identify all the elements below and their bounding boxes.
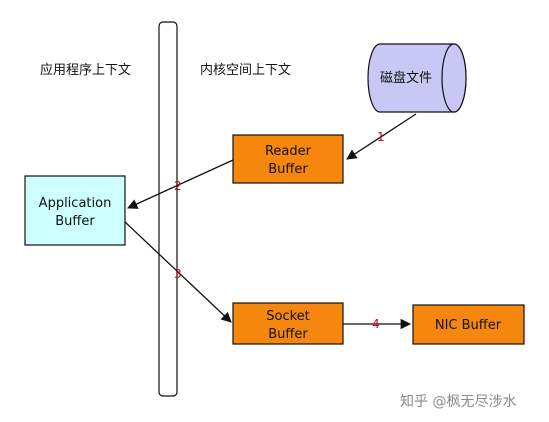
reader-buffer-line2: Buffer — [268, 162, 308, 177]
arrow-reader-to-application — [127, 159, 234, 209]
socket-buffer-line1: Socket — [266, 309, 310, 324]
step-2-label: 2 — [174, 179, 182, 193]
socket-buffer-line2: Buffer — [268, 327, 308, 342]
arrow-disk-to-reader — [346, 113, 417, 160]
watermark-text: 知乎 @枫无尽涉水 — [400, 393, 516, 410]
disk-label: 磁盘文件 — [380, 70, 432, 86]
arrow-application-to-socket — [124, 221, 232, 323]
step-4-label: 4 — [372, 317, 380, 331]
application-buffer-line2: Buffer — [55, 214, 95, 229]
application-buffer-box: Application Buffer — [24, 175, 126, 246]
reader-buffer-box: Reader Buffer — [232, 134, 344, 184]
socket-buffer-box: Socket Buffer — [232, 302, 344, 345]
step-1-label: 1 — [377, 130, 385, 144]
step-3-label: 3 — [174, 267, 182, 281]
application-buffer-line1: Application — [39, 196, 112, 211]
app-context-label: 应用程序上下文 — [40, 62, 131, 78]
disk-cylinder: 磁盘文件 — [367, 43, 467, 113]
kernel-context-label: 内核空间上下文 — [200, 62, 291, 78]
reader-buffer-line1: Reader — [265, 144, 312, 159]
nic-buffer-box: NIC Buffer — [412, 304, 525, 345]
context-boundary-bar — [158, 21, 178, 397]
nic-buffer-label: NIC Buffer — [435, 318, 502, 333]
